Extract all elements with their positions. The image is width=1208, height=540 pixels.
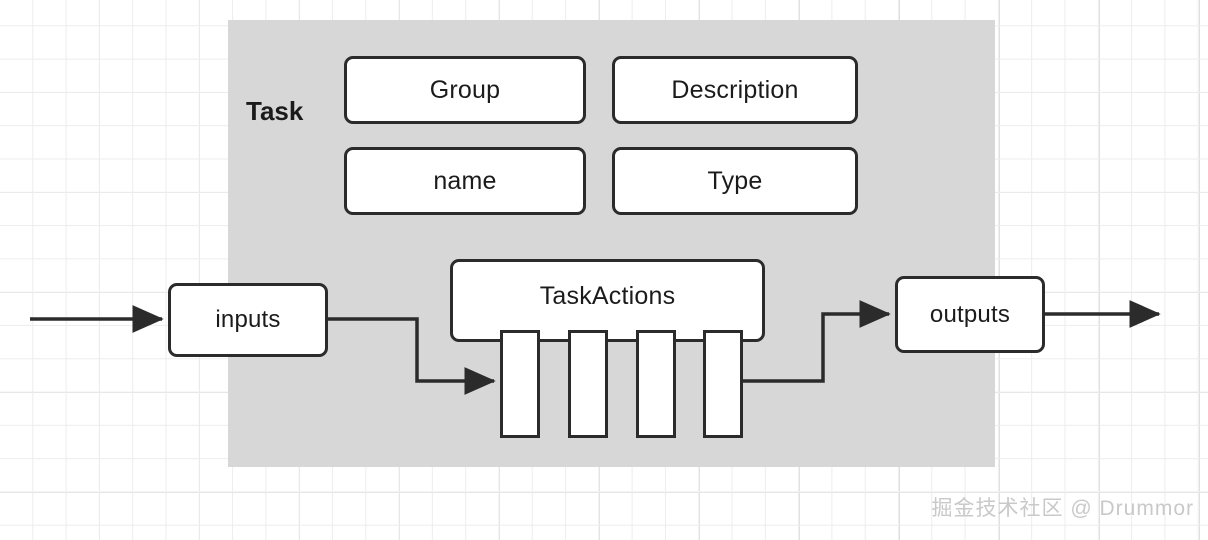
node-label-outputs: outputs bbox=[929, 300, 1011, 328]
node-label-task-actions: TaskActions bbox=[539, 282, 676, 310]
field-box-type[interactable]: Type bbox=[612, 147, 858, 215]
action-bar[interactable] bbox=[703, 330, 743, 438]
node-label-inputs: inputs bbox=[215, 306, 281, 333]
action-bar[interactable] bbox=[568, 330, 608, 438]
field-label-group: Group bbox=[429, 75, 501, 104]
task-panel-title: Task bbox=[246, 96, 304, 126]
field-label-type: Type bbox=[707, 166, 763, 195]
node-outputs[interactable]: outputs bbox=[895, 276, 1045, 353]
field-box-name[interactable]: name bbox=[344, 147, 586, 215]
action-bar[interactable] bbox=[636, 330, 676, 438]
watermark-text: 掘金技术社区 @ Drummor bbox=[931, 497, 1194, 520]
field-label-description: Description bbox=[671, 75, 799, 104]
node-inputs[interactable]: inputs bbox=[168, 283, 328, 357]
field-box-group[interactable]: Group bbox=[344, 56, 586, 124]
action-bar[interactable] bbox=[500, 330, 540, 438]
field-label-name: name bbox=[433, 166, 497, 195]
node-task-actions[interactable]: TaskActions bbox=[450, 259, 765, 342]
field-box-description[interactable]: Description bbox=[612, 56, 858, 124]
